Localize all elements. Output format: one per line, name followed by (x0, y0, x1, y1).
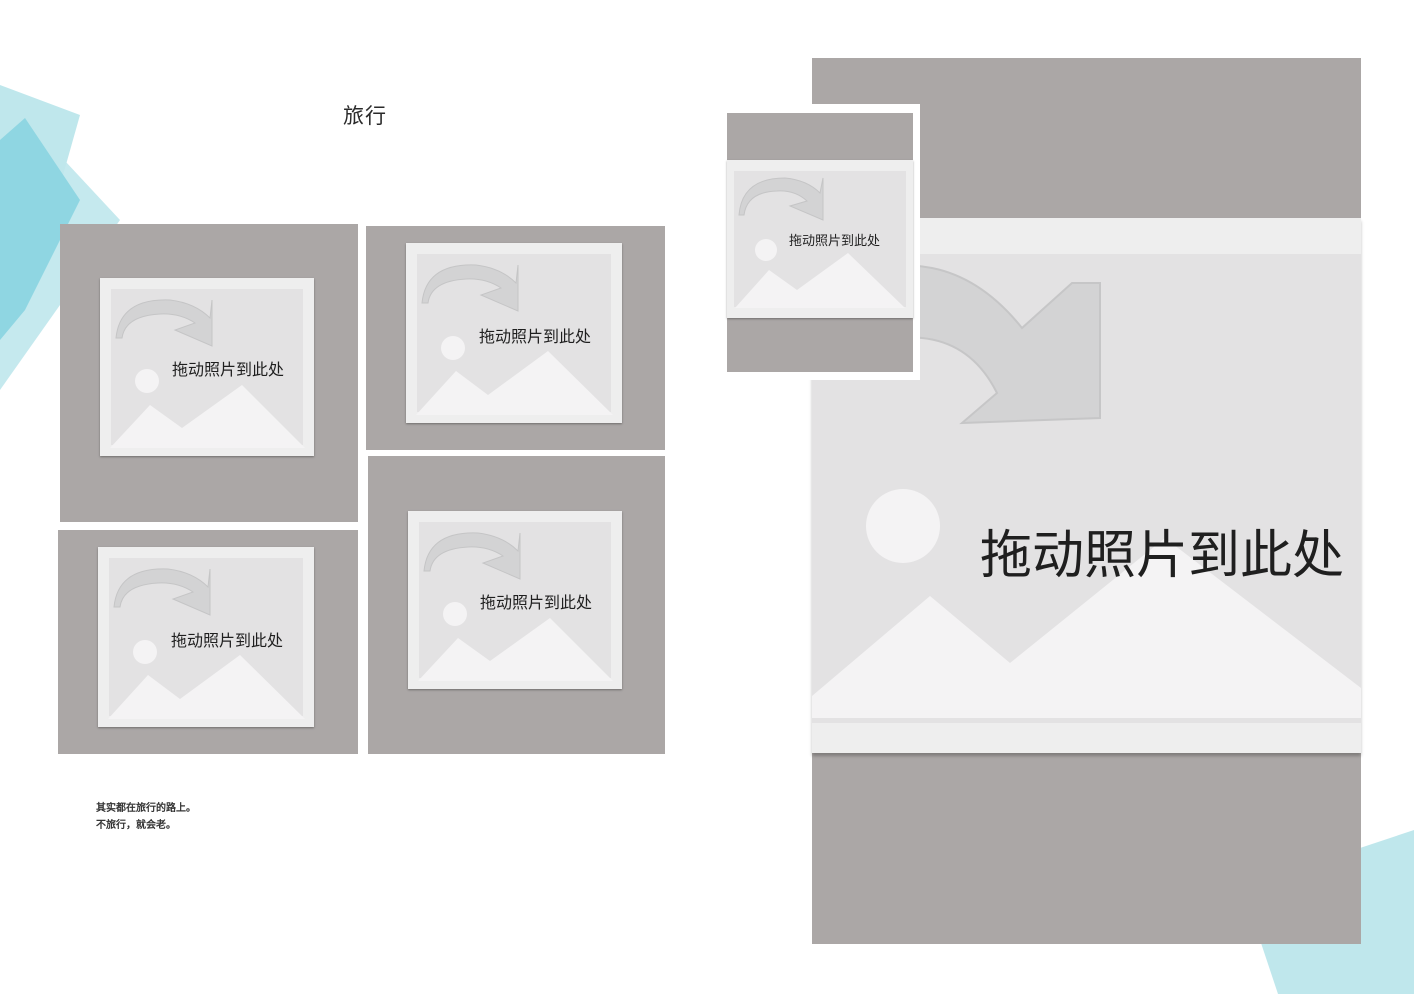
image-placeholder[interactable]: 拖动照片到此处 (100, 278, 314, 456)
caption: 其实都在旅行的路上。 不旅行，就会老。 (96, 800, 196, 834)
placeholder-label: 拖动照片到此处 (980, 526, 1345, 586)
page-title: 旅行 (343, 104, 387, 128)
placeholder-label: 拖动照片到此处 (172, 360, 285, 379)
photo-slot-4[interactable]: 拖动照片到此处 (368, 456, 665, 754)
image-placeholder-icon (416, 264, 613, 415)
image-placeholder[interactable]: 拖动照片到此处 (98, 547, 314, 727)
image-placeholder-icon (735, 177, 905, 308)
photo-slot-small[interactable]: 拖动照片到此处 (727, 113, 913, 372)
photo-slot-1[interactable]: 拖动照片到此处 (60, 224, 358, 522)
image-placeholder[interactable]: 拖动照片到此处 (727, 160, 913, 318)
photo-slot-large[interactable]: 拖动照片到此处 (812, 58, 1361, 944)
placeholder-label: 拖动照片到此处 (479, 327, 592, 346)
photo-slot-2[interactable]: 拖动照片到此处 (366, 226, 665, 450)
placeholder-label: 拖动照片到此处 (171, 631, 284, 650)
photo-slot-3[interactable]: 拖动照片到此处 (58, 530, 358, 754)
image-placeholder-icon (108, 568, 305, 719)
image-placeholder[interactable]: 拖动照片到此处 (812, 218, 1361, 753)
caption-line-1: 其实都在旅行的路上。 (96, 803, 196, 814)
image-placeholder-icon (418, 532, 613, 681)
image-placeholder-icon (110, 299, 305, 448)
image-placeholder[interactable]: 拖动照片到此处 (406, 243, 622, 423)
placeholder-label: 拖动照片到此处 (789, 234, 881, 249)
image-placeholder[interactable]: 拖动照片到此处 (408, 511, 622, 689)
placeholder-label: 拖动照片到此处 (480, 593, 593, 612)
caption-line-2: 不旅行，就会老。 (96, 820, 176, 831)
